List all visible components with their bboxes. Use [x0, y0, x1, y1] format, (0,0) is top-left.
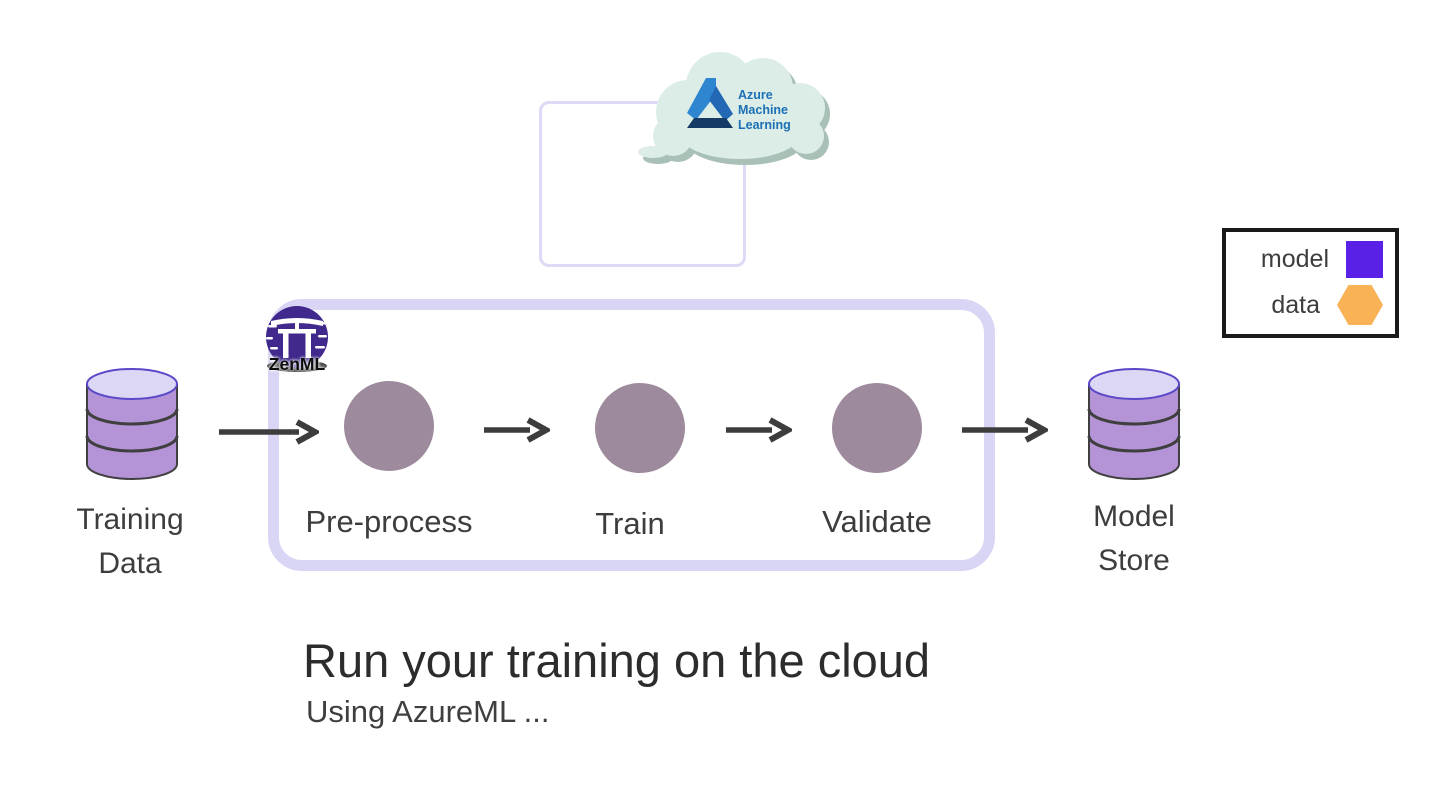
model-store-label-line1: Model — [1093, 500, 1175, 533]
training-data-label-line2: Data — [98, 547, 162, 580]
training-data-label-line1: Training — [76, 503, 184, 536]
model-store-label: Model Store — [1049, 495, 1219, 583]
arrow-input-to-preprocess — [219, 419, 319, 445]
cloud-icon — [638, 52, 830, 165]
legend-data-label: data — [1271, 290, 1320, 319]
zenml-label: ZenML — [268, 354, 326, 374]
arrow-train-to-validate — [726, 417, 792, 443]
database-icon — [1087, 368, 1181, 480]
step-circle-validate — [832, 383, 922, 473]
azure-label-line2: Machine — [738, 103, 789, 117]
legend-model-label: model — [1260, 245, 1329, 273]
caption-title: Run your training on the cloud — [303, 634, 931, 687]
arrow-validate-to-output — [962, 417, 1048, 443]
legend: model data — [1222, 228, 1399, 338]
training-data-db — [85, 367, 179, 486]
step-circle-preprocess — [344, 381, 434, 471]
azure-label-line3: Learning — [738, 118, 791, 132]
model-square-icon — [1346, 241, 1383, 278]
azure-label-line1: Azure — [738, 88, 773, 102]
model-store-db — [1087, 367, 1181, 486]
step-label-preprocess: Pre-process — [305, 504, 473, 539]
torii-gate-icon — [266, 318, 327, 358]
model-store-label-line2: Store — [1098, 544, 1170, 577]
step-circle-train — [595, 383, 685, 473]
zenml-logo-icon — [266, 306, 328, 372]
caption-subtitle: Using AzureML ... — [306, 694, 550, 729]
legend-row-data: data — [1226, 285, 1383, 325]
training-data-label: Training Data — [45, 498, 215, 586]
azure-workspace-box — [539, 101, 746, 267]
azure-ml-label: Azure Machine Learning — [738, 88, 828, 133]
step-label-validate: Validate — [822, 504, 932, 539]
zenml-pipeline-box — [268, 299, 995, 571]
zenml-logo: ZenML — [264, 304, 330, 378]
arrow-preprocess-to-train — [484, 417, 550, 443]
azure-ml-cloud: Azure Machine Learning — [628, 46, 840, 174]
data-hexagon-icon — [1337, 285, 1383, 325]
azure-flask-icon — [687, 78, 733, 128]
step-label-train: Train — [595, 506, 665, 541]
legend-row-model: model — [1226, 241, 1383, 278]
database-icon — [85, 368, 179, 480]
